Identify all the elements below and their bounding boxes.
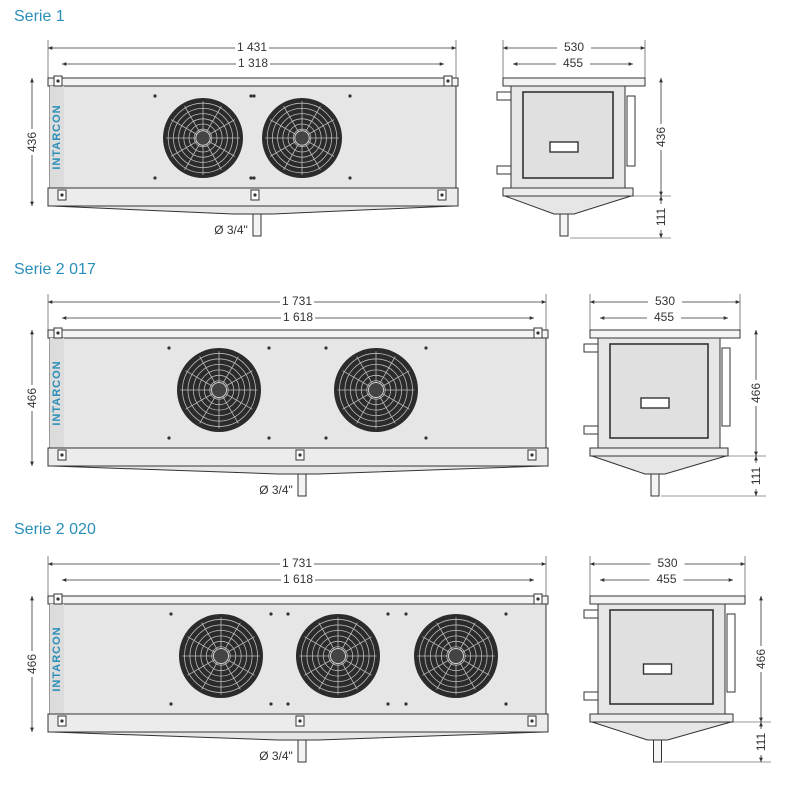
side-funnel	[504, 195, 632, 215]
overall-length-dim-label: 1 731	[282, 294, 312, 308]
series-1-drawing: INTARCON 1 431 1 318 436 Ø 3/4" 530 455 436 111	[25, 40, 671, 239]
drain-pipe	[297, 739, 307, 763]
side-view: 530 455 436 111	[496, 40, 671, 239]
side-drain-pipe	[559, 213, 569, 237]
drain-height-dim-label: 111	[754, 733, 768, 752]
inlet-connection	[583, 343, 599, 353]
inner-length-dim-label: 1 618	[283, 310, 313, 324]
handle	[549, 141, 579, 153]
height-dim-label: 466	[25, 654, 39, 674]
fan-1	[177, 348, 261, 432]
fan-guard-side	[726, 613, 736, 693]
drain-funnel	[51, 465, 545, 475]
side-height-dim-label: 466	[754, 649, 768, 669]
inner-width-dim-label: 455	[656, 572, 676, 586]
overall-length-dim-label: 1 431	[237, 40, 267, 54]
fan-2	[334, 348, 418, 432]
fan-guard-side	[626, 95, 636, 167]
drain-pipe	[297, 473, 307, 497]
top-rail	[47, 77, 459, 87]
drain-height-dim-label: 111	[654, 208, 668, 227]
inner-width-dim-label: 455	[563, 56, 583, 70]
side-panel	[522, 91, 614, 179]
inlet-connection	[583, 609, 599, 619]
outlet-connection	[496, 165, 512, 175]
drain-diameter-label: Ø 3/4"	[259, 749, 293, 763]
side-tray	[589, 447, 729, 457]
overall-length-dim-label: 1 731	[282, 556, 312, 570]
side-tray	[589, 713, 734, 723]
side-height-dim-label: 466	[749, 383, 763, 403]
intarcon-logo: INTARCON	[51, 360, 63, 425]
side-panel	[609, 343, 709, 439]
side-top-rail	[502, 77, 646, 87]
series-3-drawing: INTARCON 1 731 1 618 466 Ø 3/4" 530 455 466 111	[25, 556, 771, 763]
side-tray	[502, 187, 634, 197]
fan-guard-side	[721, 347, 731, 427]
drain-funnel	[51, 731, 545, 741]
series-2-drawing: INTARCON 1 731 1 618 466 Ø 3/4" 530 455 466 111	[25, 294, 766, 497]
series-1-title: Serie 1	[14, 8, 65, 25]
side-view: 530 455 466 111	[583, 294, 766, 497]
top-rail	[47, 595, 549, 605]
side-top-rail	[589, 329, 741, 339]
drain-diameter-label: Ø 3/4"	[214, 223, 248, 237]
overall-width-dim-label: 530	[564, 40, 584, 54]
casing	[49, 337, 547, 449]
inlet-connection	[496, 91, 512, 101]
fan-1	[179, 614, 263, 698]
series-2-020-title: Serie 2 020	[14, 521, 96, 538]
front-view: INTARCON 1 731 1 618 466 Ø 3/4"	[25, 556, 549, 763]
drain-pipe	[252, 213, 262, 237]
height-dim-label: 466	[25, 388, 39, 408]
height-dim-label: 436	[25, 132, 39, 152]
drain-diameter-label: Ø 3/4"	[259, 483, 293, 497]
series-2-017-title: Serie 2 017	[14, 261, 96, 278]
casing	[49, 85, 457, 189]
side-view: 530 455 466 111	[583, 556, 771, 763]
outlet-connection	[583, 691, 599, 701]
handle	[640, 397, 670, 409]
fan-2	[296, 614, 380, 698]
front-view: INTARCON 1 731 1 618 466 Ø 3/4"	[25, 294, 549, 497]
side-drain-pipe	[653, 739, 662, 763]
front-view: INTARCON 1 431 1 318 436 Ø 3/4"	[25, 40, 459, 237]
intarcon-logo: INTARCON	[51, 104, 63, 169]
top-rail	[47, 329, 549, 339]
handle	[642, 663, 673, 675]
inner-length-dim-label: 1 318	[238, 56, 268, 70]
side-height-dim-label: 436	[654, 127, 668, 147]
inner-width-dim-label: 455	[654, 310, 674, 324]
fan-1	[163, 98, 243, 178]
drain-funnel	[51, 205, 455, 215]
overall-width-dim-label: 530	[655, 294, 675, 308]
drain-height-dim-label: 111	[749, 467, 763, 486]
side-funnel	[591, 455, 727, 475]
side-panel	[609, 609, 714, 705]
intarcon-logo: INTARCON	[51, 626, 63, 691]
overall-width-dim-label: 530	[657, 556, 677, 570]
inner-length-dim-label: 1 618	[283, 572, 313, 586]
fan-2	[262, 98, 342, 178]
side-top-rail	[589, 595, 746, 605]
side-funnel	[591, 721, 732, 741]
fan-3	[414, 614, 498, 698]
side-drain-pipe	[650, 473, 660, 497]
outlet-connection	[583, 425, 599, 435]
